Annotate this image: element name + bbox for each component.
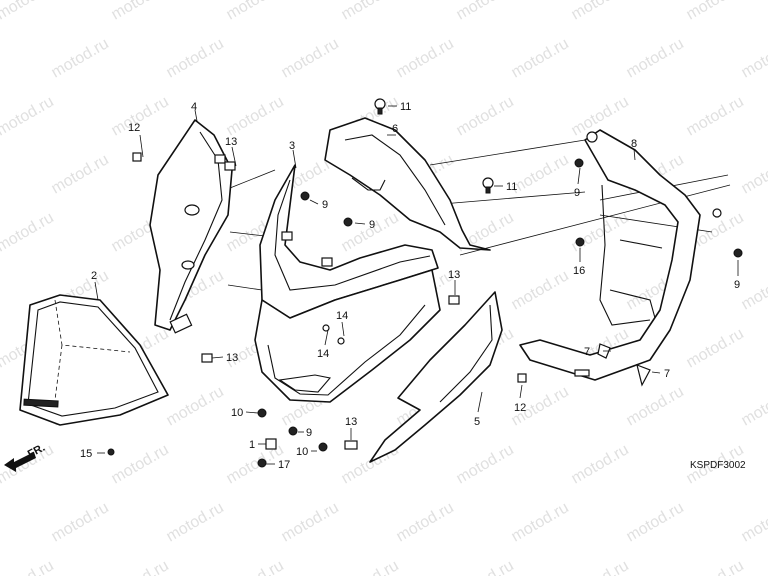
watermark-text: motod.ru: [279, 499, 342, 545]
watermark-text: motod.ru: [164, 383, 227, 429]
callout-labels: 1 2 3 4 5 6 7 7 8 9 9 9 9 9 10 10 11 11 …: [80, 101, 740, 471]
watermark-text: motod.ru: [394, 35, 457, 81]
callout-9b: 9: [369, 219, 375, 231]
watermark-text: motod.ru: [684, 93, 747, 139]
callout-11a: 11: [400, 101, 411, 113]
callout-8: 8: [631, 138, 637, 150]
watermark-text: motod.ru: [739, 35, 768, 81]
watermark-text: motod.ru: [454, 93, 517, 139]
callout-10a: 10: [231, 407, 243, 419]
watermark-text: motod.ru: [509, 267, 572, 313]
watermark-text: motod.ru: [0, 209, 57, 255]
watermark-text: motod.ru: [739, 383, 768, 429]
watermark-text: motod.ru: [684, 557, 747, 576]
watermark-text: motod.ru: [224, 557, 287, 576]
watermark-text: motod.ru: [624, 383, 687, 429]
callout-13c: 13: [448, 269, 460, 281]
callout-13b: 13: [226, 352, 238, 364]
callout-7b: 7: [664, 368, 670, 380]
upper-cover-part-6: [324, 117, 491, 251]
callout-12a: 12: [128, 122, 140, 134]
watermark-text: motod.ru: [509, 499, 572, 545]
callout-14a: 14: [336, 310, 348, 322]
watermark-text: motod.ru: [49, 151, 112, 197]
watermark-text: motod.ru: [224, 93, 287, 139]
watermark-text: motod.ru: [569, 557, 632, 576]
watermark-text: motod.ru: [454, 0, 517, 23]
hardware-fasteners: [107, 98, 743, 468]
drawing-code: KSPDF3002: [690, 460, 746, 471]
callout-16: 16: [573, 265, 585, 277]
watermark-text: motod.ru: [49, 499, 112, 545]
watermark-text: motod.ru: [624, 499, 687, 545]
watermark-text: motod.ru: [164, 35, 227, 81]
callout-1: 1: [249, 439, 255, 451]
callout-9c: 9: [574, 187, 580, 199]
watermark-text: motod.ru: [164, 499, 227, 545]
watermark-text: motod.ru: [0, 557, 57, 576]
watermark-text: motod.ru: [739, 151, 768, 197]
callout-leaders: [94, 105, 739, 465]
callout-13a: 13: [225, 136, 237, 148]
front-fairing-part-3: [254, 164, 441, 403]
watermark-text: motod.ru: [0, 93, 57, 139]
watermark-text: motod.ru: [49, 35, 112, 81]
callout-3: 3: [289, 140, 295, 152]
callout-7a: 7: [584, 346, 590, 358]
watermark-text: motod.ru: [569, 441, 632, 487]
watermark-text: motod.ru: [739, 499, 768, 545]
callout-14b: 14: [317, 348, 329, 360]
watermark-text: motod.ru: [224, 0, 287, 23]
callout-15: 15: [80, 448, 92, 460]
watermark-text: motod.ru: [109, 441, 172, 487]
callout-9a: 9: [322, 199, 328, 211]
callout-12b: 12: [514, 402, 526, 414]
callout-9e: 9: [306, 427, 312, 439]
callout-13d: 13: [345, 416, 357, 428]
watermark-text: motod.ru: [454, 557, 517, 576]
callout-11b: 11: [506, 181, 517, 193]
watermark-text: motod.ru: [684, 325, 747, 371]
callout-17: 17: [278, 459, 290, 471]
front-cover-part-2: [19, 294, 169, 426]
watermark-text: motod.ru: [624, 35, 687, 81]
watermark-text: motod.ru: [569, 0, 632, 23]
callout-2: 2: [91, 270, 97, 282]
watermark-text: motod.ru: [279, 35, 342, 81]
watermark-text: motod.ru: [684, 0, 747, 23]
callout-5: 5: [474, 416, 480, 428]
watermark-text: motod.ru: [394, 499, 457, 545]
watermark-text: motod.ru: [509, 151, 572, 197]
callout-4: 4: [191, 101, 197, 113]
watermark-text: motod.ru: [569, 209, 632, 255]
watermark-text: motod.ru: [454, 441, 517, 487]
bracket-stay-part-8: [519, 129, 722, 381]
callout-9d: 9: [734, 279, 740, 291]
watermark-text: motod.ru: [109, 557, 172, 576]
watermark-text: motod.ru: [739, 267, 768, 313]
watermark-text: motod.ru: [509, 35, 572, 81]
watermark-text: motod.ru: [109, 0, 172, 23]
callout-6: 6: [392, 123, 398, 135]
watermark-text: motod.ru: [339, 557, 402, 576]
watermark-text: motod.ru: [0, 0, 57, 23]
callout-10b: 10: [296, 446, 308, 458]
right-side-panel-part-5: [369, 291, 503, 463]
watermark-text: motod.ru: [339, 0, 402, 23]
